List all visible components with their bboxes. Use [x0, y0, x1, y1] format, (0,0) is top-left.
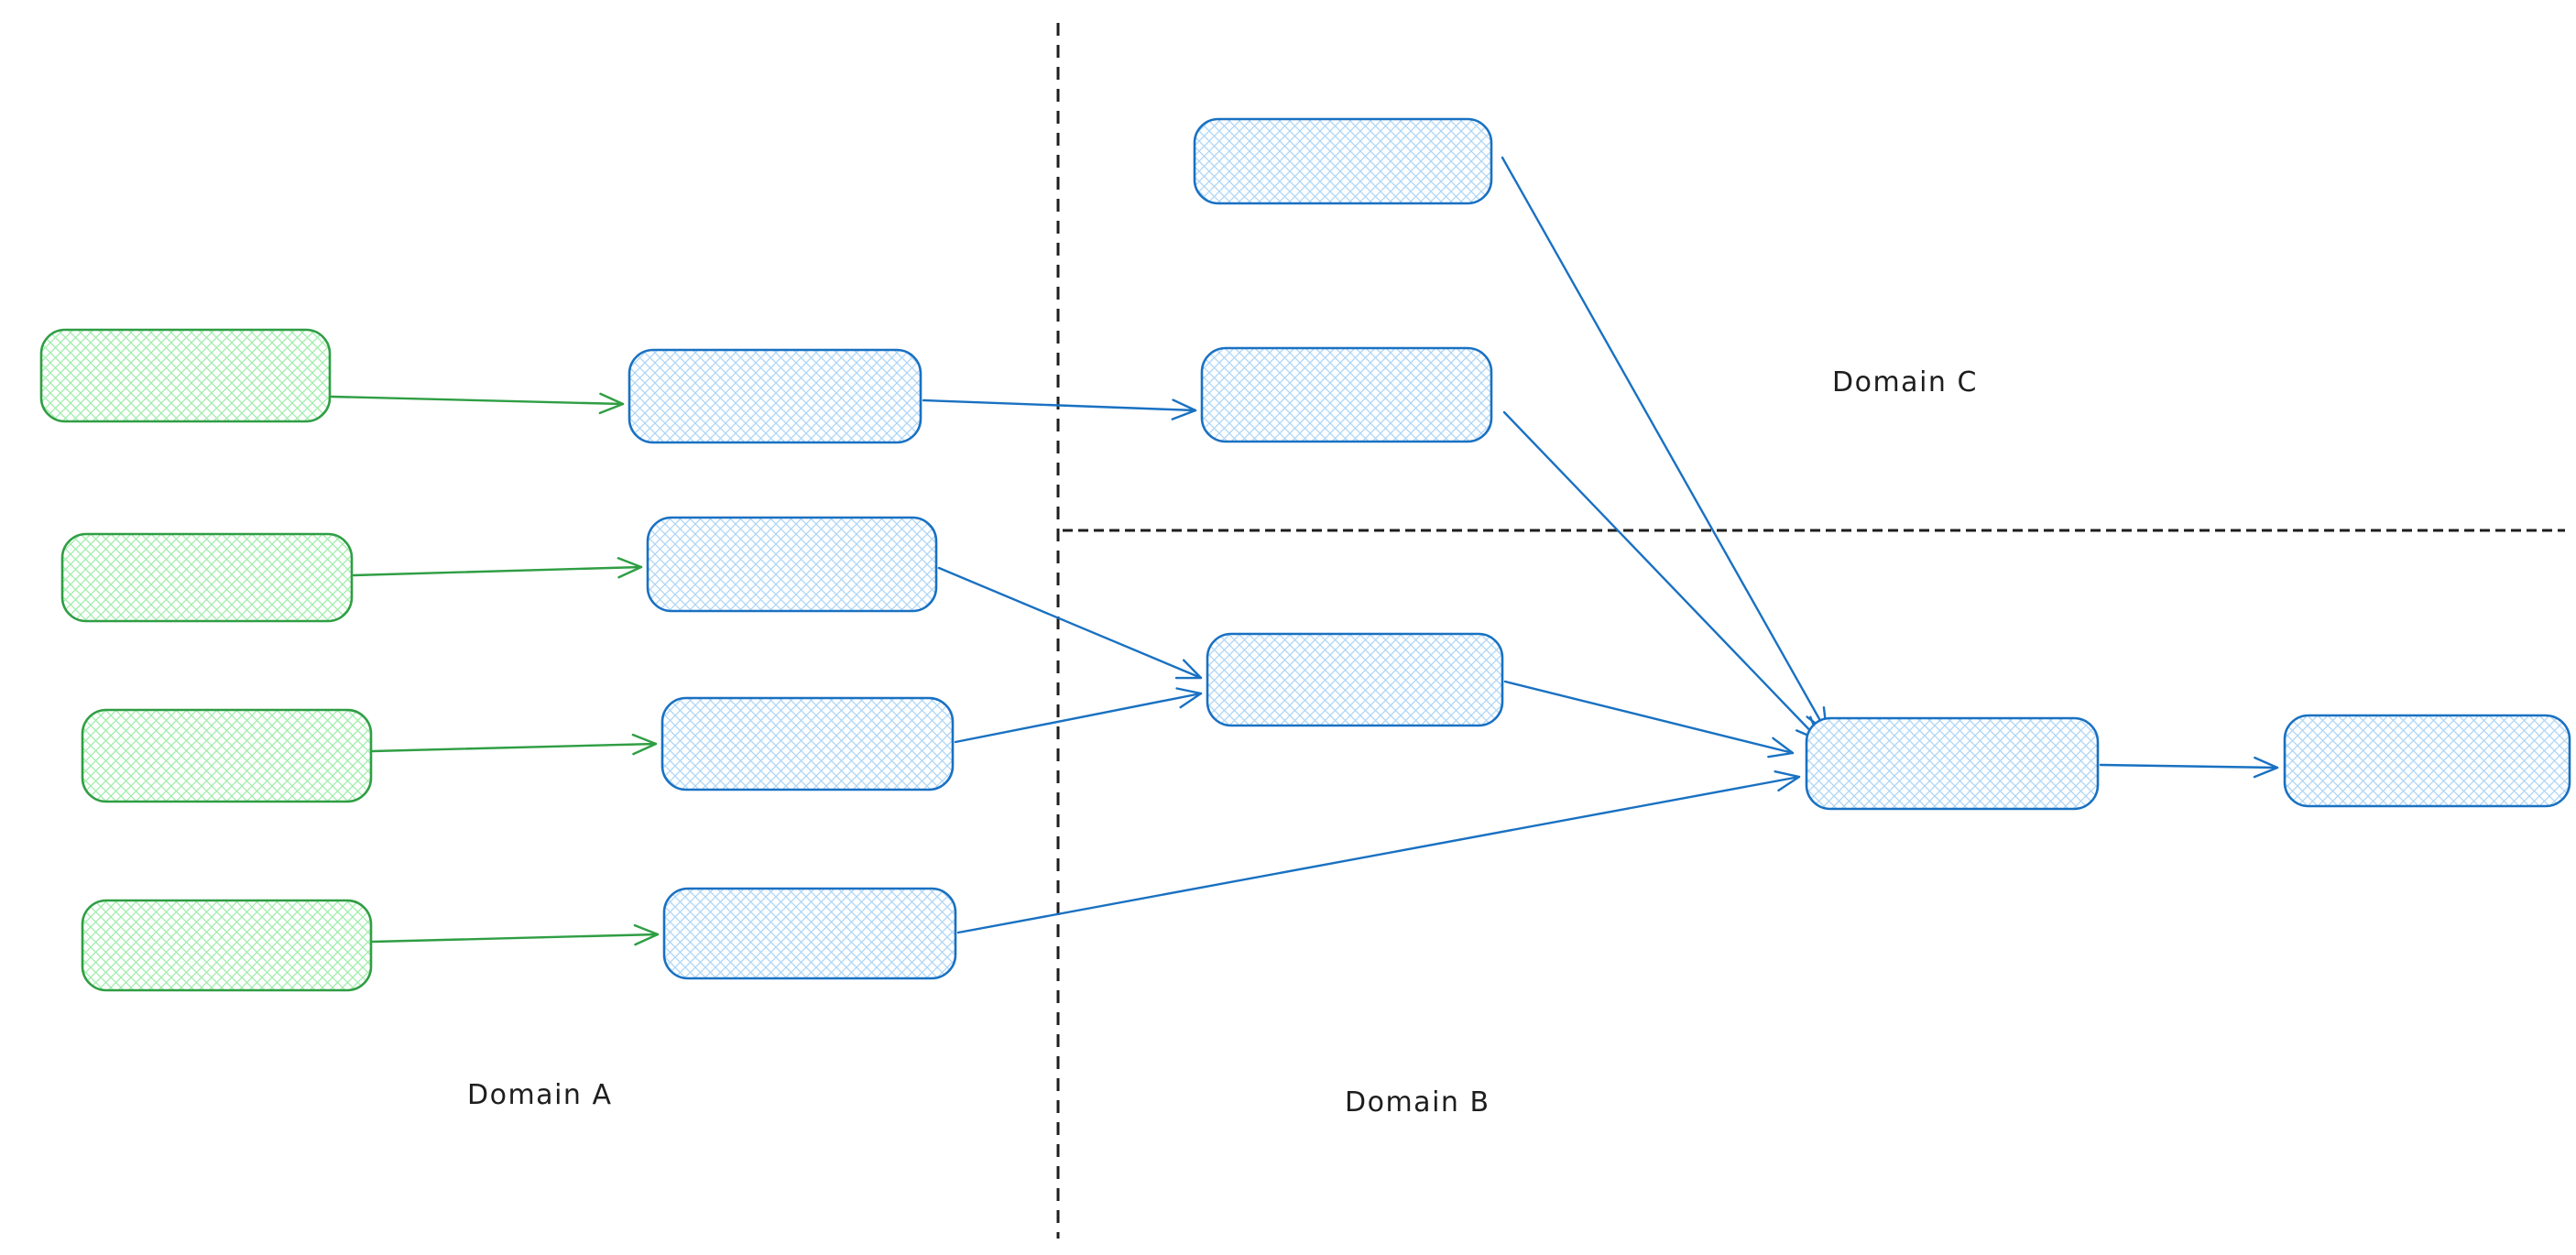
- arrowhead-src-1-to-a-proc-1: [598, 392, 625, 415]
- box-a-proc-4: [662, 887, 957, 980]
- edge-a-proc-2-to-b-lower: [937, 566, 1203, 680]
- edge-src-1-to-a-proc-1: [330, 392, 625, 415]
- arrowhead-a-proc-4-to-c-agg: [1774, 769, 1801, 792]
- edge-src-3-to-a-proc-3: [371, 733, 658, 756]
- box-src-2: [60, 532, 354, 623]
- edge-a-proc-3-to-b-lower: [954, 687, 1203, 744]
- arrowhead-a-proc-1-to-b-mid: [1171, 398, 1197, 420]
- divider-layer: [1056, 23, 2565, 1239]
- box-src-1: [39, 328, 332, 423]
- node-layer: [39, 117, 2571, 992]
- box-b-mid: [1200, 346, 1493, 443]
- edge-src-2-to-a-proc-2: [352, 557, 643, 579]
- arrowhead-src-4-to-a-proc-4: [633, 923, 660, 946]
- edge-b-top-to-c-agg: [1501, 156, 1828, 734]
- edge-b-mid-to-c-agg: [1502, 410, 1821, 742]
- arrowhead-src-3-to-a-proc-3: [631, 733, 658, 756]
- box-a-proc-2: [646, 516, 938, 613]
- edge-src-4-to-a-proc-4: [371, 923, 660, 946]
- arrowhead-c-agg-to-c-out: [2253, 756, 2279, 779]
- box-a-proc-3: [660, 696, 955, 791]
- label-domain-c: Domain C: [1832, 366, 1978, 398]
- box-src-3: [81, 708, 373, 803]
- edge-layer: [330, 156, 2279, 946]
- box-c-agg: [1805, 716, 2100, 811]
- edge-a-proc-1-to-b-mid: [922, 398, 1197, 420]
- label-domain-a: Domain A: [467, 1079, 613, 1111]
- edge-b-lower-to-c-agg: [1503, 680, 1795, 758]
- edge-a-proc-4-to-c-agg: [956, 769, 1801, 934]
- arrowhead-b-lower-to-c-agg: [1767, 737, 1795, 758]
- box-src-4: [81, 899, 373, 992]
- arrowhead-a-proc-3-to-b-lower: [1175, 687, 1203, 709]
- box-c-out: [2283, 714, 2571, 808]
- box-a-proc-1: [628, 348, 922, 444]
- arrowhead-a-proc-2-to-b-lower: [1174, 659, 1203, 680]
- edge-c-agg-to-c-out: [2099, 756, 2279, 779]
- box-b-lower: [1206, 632, 1504, 727]
- box-b-top: [1193, 117, 1493, 205]
- arrowhead-src-2-to-a-proc-2: [617, 557, 643, 579]
- label-domain-b: Domain B: [1345, 1086, 1490, 1119]
